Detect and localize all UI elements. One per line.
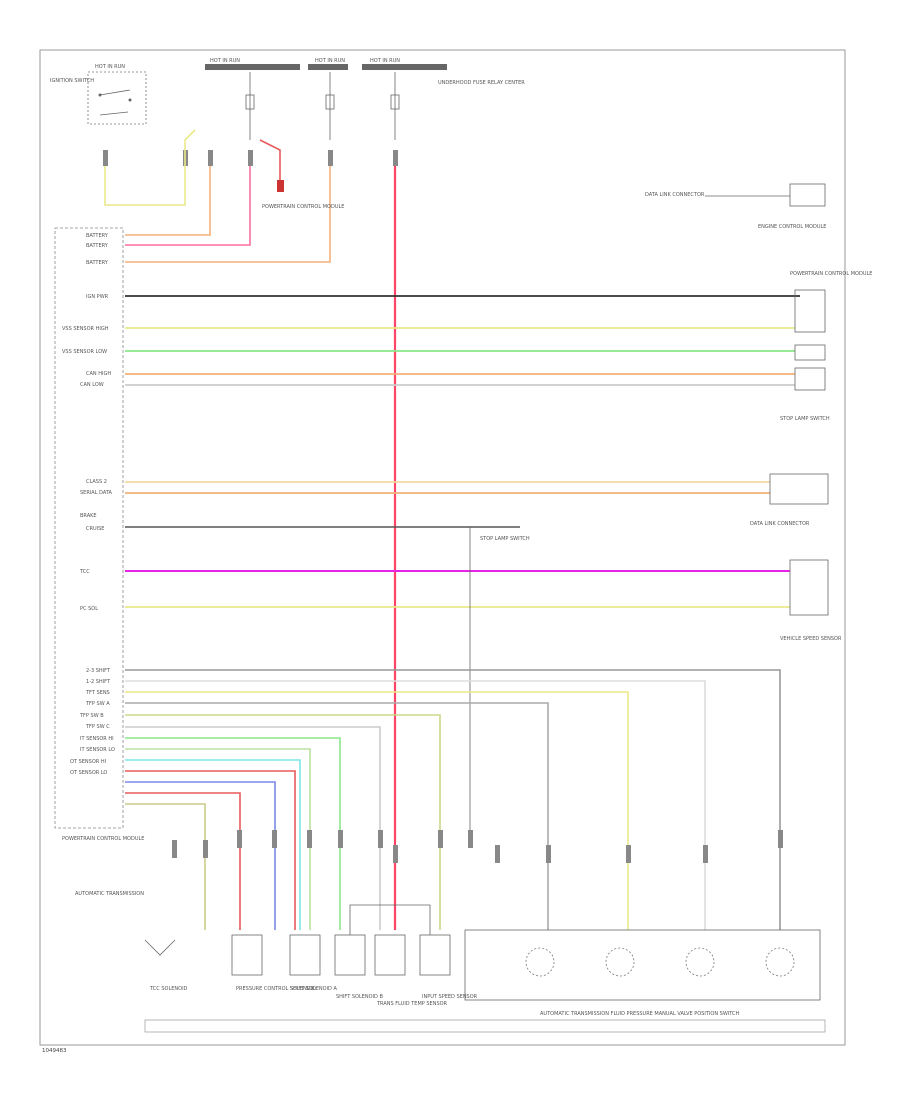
- svg-text:SERIAL DATA: SERIAL DATA: [80, 490, 113, 496]
- svg-text:IT SENSOR LO: IT SENSOR LO: [80, 747, 115, 753]
- svg-text:HOT IN RUN: HOT IN RUN: [95, 64, 125, 70]
- svg-text:TCC SOLENOID: TCC SOLENOID: [149, 986, 188, 992]
- svg-text:BATTERY: BATTERY: [86, 243, 109, 249]
- svg-text:TCC: TCC: [79, 569, 90, 575]
- svg-text:VSS SENSOR LOW: VSS SENSOR LOW: [62, 349, 107, 355]
- svg-text:CRUISE: CRUISE: [86, 526, 104, 532]
- svg-text:HOT IN RUN: HOT IN RUN: [315, 58, 345, 64]
- svg-text:IGN PWR: IGN PWR: [86, 294, 109, 300]
- svg-text:POWERTRAIN CONTROL MODULE: POWERTRAIN CONTROL MODULE: [790, 271, 872, 277]
- svg-text:SHIFT SOLENOID A: SHIFT SOLENOID A: [290, 986, 337, 992]
- svg-text:VEHICLE SPEED SENSOR: VEHICLE SPEED SENSOR: [780, 636, 842, 642]
- bottom-components: POWERTRAIN CONTROL MODULE AUTOMATIC TRAN…: [62, 836, 826, 1033]
- svg-text:CAN HIGH: CAN HIGH: [86, 371, 111, 377]
- svg-text:2-3 SHIFT: 2-3 SHIFT: [86, 668, 111, 674]
- svg-text:CAN LOW: CAN LOW: [80, 382, 104, 388]
- svg-text:INPUT SPEED SENSOR: INPUT SPEED SENSOR: [422, 994, 478, 1000]
- svg-text:BATTERY: BATTERY: [86, 233, 109, 239]
- svg-text:PRESSURE CONTROL SOLENOID: PRESSURE CONTROL SOLENOID: [236, 986, 316, 992]
- diagram-frame: [39, 49, 846, 1046]
- svg-text:DATA LINK CONNECTOR: DATA LINK CONNECTOR: [645, 192, 705, 198]
- svg-text:TFP SW C: TFP SW C: [85, 724, 110, 730]
- svg-text:TFP SW B: TFP SW B: [79, 713, 104, 719]
- pcm-pin-labels: BATTERY BATTERY BATTERY IGN PWR VSS SENS…: [62, 233, 115, 776]
- svg-text:BATTERY: BATTERY: [86, 260, 109, 266]
- svg-text:SHIFT SOLENOID B: SHIFT SOLENOID B: [336, 994, 383, 1000]
- svg-text:AUTOMATIC TRANSMISSION: AUTOMATIC TRANSMISSION: [75, 891, 144, 897]
- svg-text:1-2 SHIFT: 1-2 SHIFT: [86, 679, 111, 685]
- pcm-module-box: [54, 227, 124, 829]
- svg-text:AUTOMATIC TRANSMISSION FLUID P: AUTOMATIC TRANSMISSION FLUID PRESSURE MA…: [540, 1011, 740, 1017]
- svg-text:STOP LAMP SWITCH: STOP LAMP SWITCH: [780, 416, 830, 422]
- svg-text:PC SOL: PC SOL: [80, 606, 98, 612]
- top-relay-labels: HOT IN RUN POWERTRAIN RELAY HOT IN RUN H…: [205, 58, 525, 86]
- svg-text:HOT IN RUN: HOT IN RUN: [370, 58, 400, 64]
- svg-text:CLASS 2: CLASS 2: [86, 479, 107, 485]
- svg-text:STOP LAMP SWITCH: STOP LAMP SWITCH: [480, 536, 530, 542]
- svg-text:POWERTRAIN CONTROL MODULE: POWERTRAIN CONTROL MODULE: [262, 204, 344, 210]
- svg-text:TFP SW A: TFP SW A: [85, 701, 110, 707]
- svg-text:TFT SENS: TFT SENS: [85, 690, 110, 696]
- right-components: DATA LINK CONNECTOR ENGINE CONTROL MODUL…: [469, 183, 872, 845]
- svg-text:ENGINE CONTROL MODULE: ENGINE CONTROL MODULE: [758, 224, 826, 230]
- lower-wires: [125, 669, 781, 930]
- ignition-switch: HOT IN RUN IGNITION SWITCH: [50, 64, 147, 125]
- svg-text:HOT IN RUN: HOT IN RUN: [210, 58, 240, 64]
- svg-text:IGNITION SWITCH: IGNITION SWITCH: [50, 78, 94, 84]
- svg-text:IT SENSOR HI: IT SENSOR HI: [80, 736, 114, 742]
- svg-text:OT SENSOR HI: OT SENSOR HI: [70, 759, 106, 765]
- svg-text:UNDERHOOD FUSE RELAY CENTER: UNDERHOOD FUSE RELAY CENTER: [438, 80, 525, 86]
- svg-text:TRANS FLUID TEMP SENSOR: TRANS FLUID TEMP SENSOR: [376, 1001, 448, 1007]
- svg-text:OT SENSOR LO: OT SENSOR LO: [70, 770, 107, 776]
- signal-wires: [125, 295, 800, 608]
- svg-text:DATA LINK CONNECTOR: DATA LINK CONNECTOR: [750, 521, 810, 527]
- fuse-column: [103, 72, 400, 166]
- bottom-connectors: [172, 830, 783, 863]
- top-wires: POWERTRAIN CONTROL MODULE: [104, 129, 344, 263]
- diagram-id: 1049483: [42, 1048, 67, 1054]
- svg-text:BRAKE: BRAKE: [80, 513, 97, 519]
- svg-text:POWERTRAIN CONTROL MODULE: POWERTRAIN CONTROL MODULE: [62, 836, 144, 842]
- svg-text:VSS SENSOR HIGH: VSS SENSOR HIGH: [62, 326, 109, 332]
